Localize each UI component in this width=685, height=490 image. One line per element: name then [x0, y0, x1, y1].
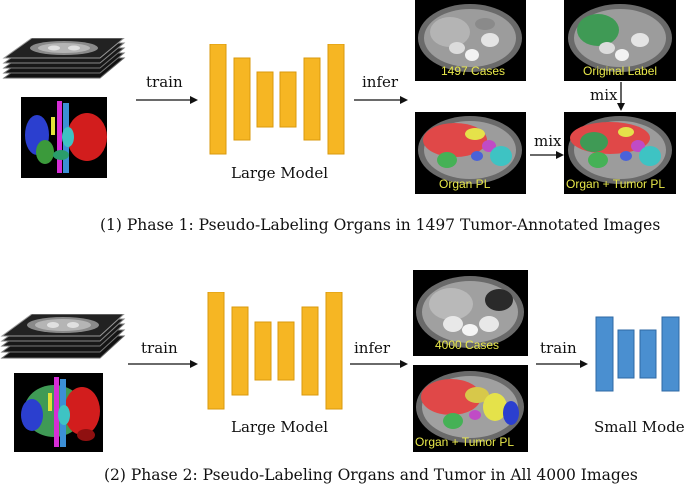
- infer-label-phase1: infer: [362, 73, 399, 91]
- ct-panel-label-organ-pl: Organ PL: [439, 177, 491, 191]
- ct-panel-label-organ-tumor-pl-phase2: Organ + Tumor PL: [415, 435, 515, 449]
- mix-label-vertical: mix: [590, 86, 618, 104]
- ct-panel-label-4000-cases: 4000 Cases: [435, 338, 500, 352]
- ct-panel-label-original-label: Original Label: [583, 64, 658, 78]
- ct-panel-organ-tumor-pl-phase1: Organ + Tumor PL: [564, 112, 676, 194]
- ct-slice-stack-phase1: [2, 38, 126, 79]
- organ-3d-render-phase2: [14, 373, 103, 452]
- infer-arrow-phase1: [354, 96, 408, 104]
- phase2-caption: (2) Phase 2: Pseudo-Labeling Organs and …: [104, 466, 638, 484]
- train-label-phase2: train: [141, 339, 178, 357]
- organ-3d-render-phase1: [21, 97, 107, 178]
- small-model-label: Small Model: [594, 418, 685, 436]
- train-arrow-phase1: [136, 96, 198, 104]
- infer-label-phase2: infer: [354, 339, 391, 357]
- phase1-caption: (1) Phase 1: Pseudo-Labeling Organs in 1…: [100, 216, 661, 234]
- large-model-phase1: [209, 44, 345, 155]
- train-label-phase1: train: [146, 73, 183, 91]
- mix-arrow-right: [530, 151, 564, 159]
- ct-slice-stack-phase2: [0, 314, 126, 359]
- ct-panel-organ-tumor-pl-phase2: Organ + Tumor PL: [413, 365, 528, 452]
- infer-arrow-phase2: [350, 360, 408, 368]
- large-model-label-phase2: Large Model: [231, 418, 328, 436]
- ct-panel-4000-cases: 4000 Cases: [413, 270, 528, 356]
- ct-panel-original-label: Original Label: [564, 0, 676, 81]
- mix-label-horizontal: mix: [534, 132, 562, 150]
- large-model-phase2: [207, 292, 343, 410]
- train-label-small-model: train: [540, 339, 577, 357]
- ct-panel-label-1497-cases: 1497 Cases: [441, 64, 506, 78]
- ct-panel-label-organ-tumor-pl-phase1: Organ + Tumor PL: [566, 177, 666, 191]
- large-model-label-phase1: Large Model: [231, 164, 328, 182]
- ct-panel-organ-pl: Organ PL: [415, 112, 526, 194]
- train-arrow-phase2: [128, 360, 198, 368]
- small-model: [595, 316, 680, 392]
- mix-arrow-down: [617, 82, 625, 111]
- train-arrow-small-model: [536, 360, 588, 368]
- ct-panel-1497-cases: 1497 Cases: [415, 0, 526, 81]
